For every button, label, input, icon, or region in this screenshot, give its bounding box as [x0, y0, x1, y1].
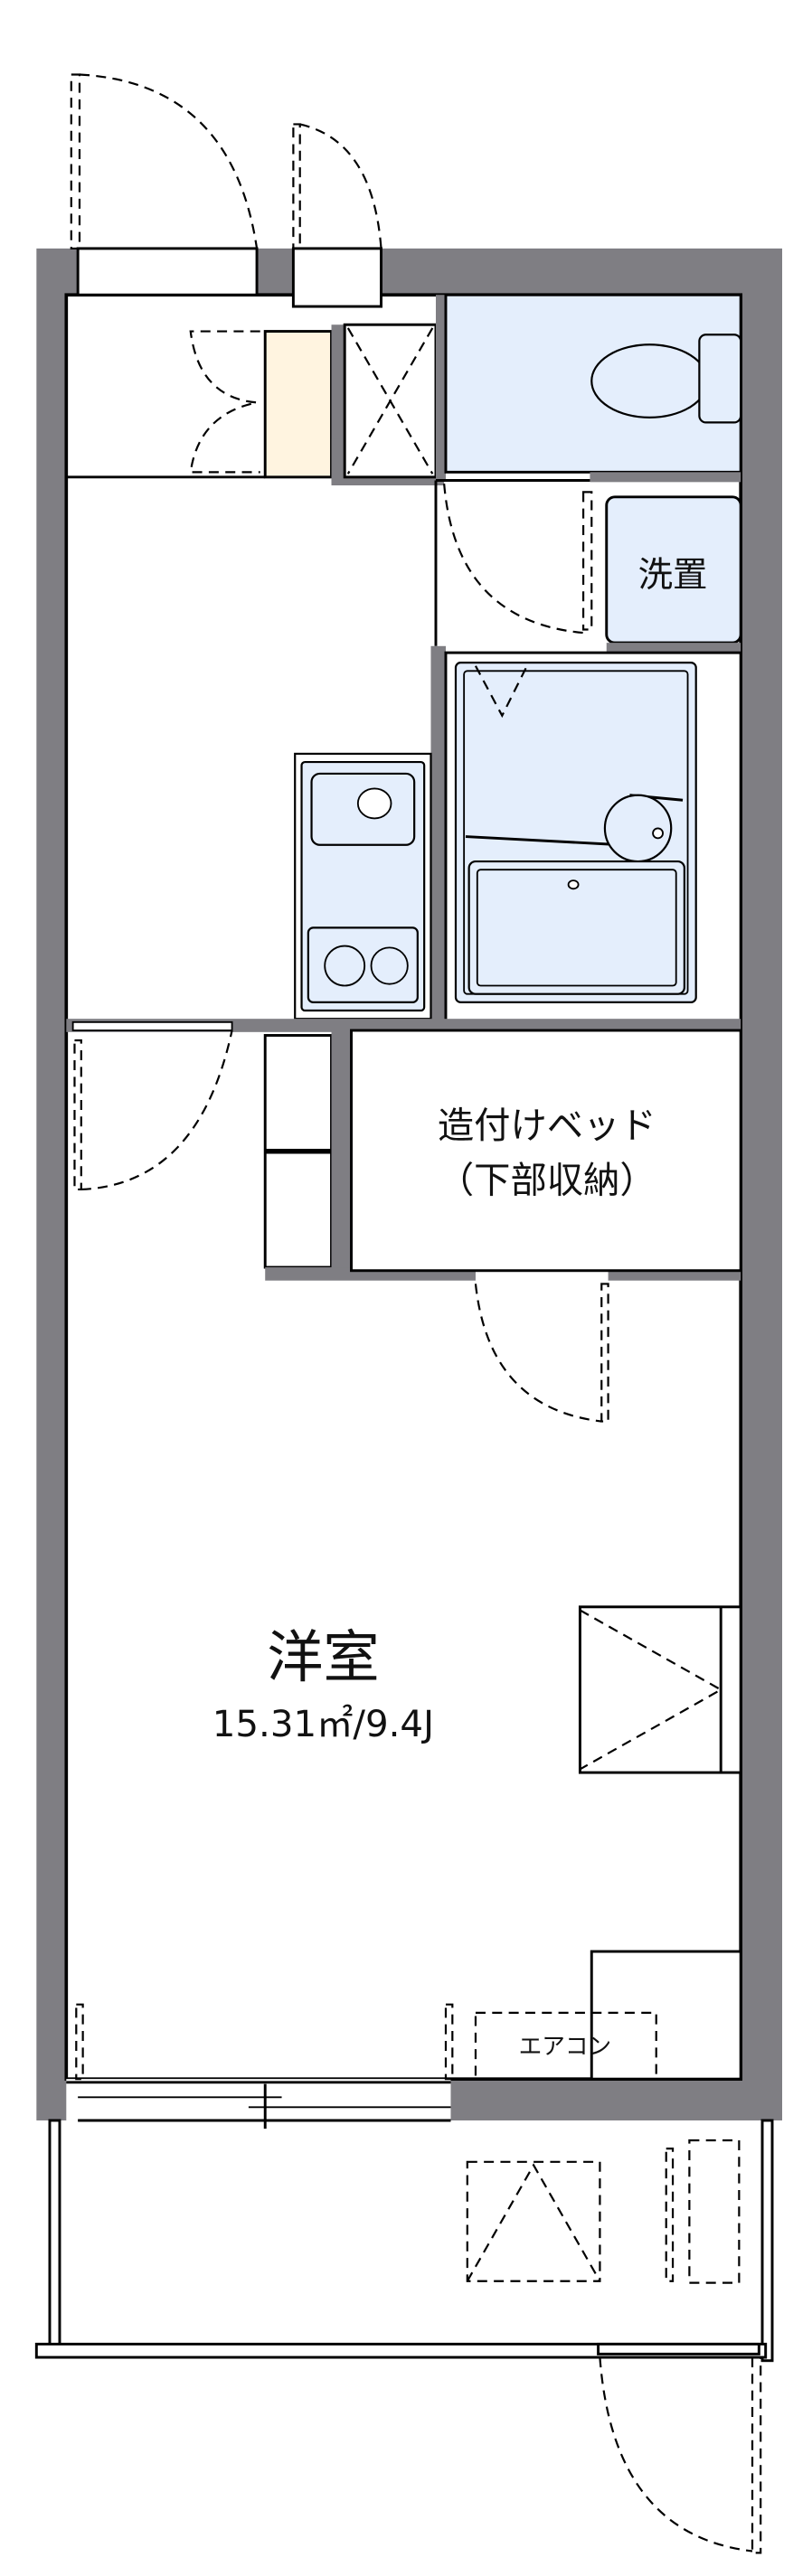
room-area: 15.31㎡/9.4J	[212, 1703, 434, 1745]
bathroom	[430, 645, 742, 1028]
bed-label: 造付けベッド	[438, 1105, 656, 1147]
bathtub-icon	[467, 860, 685, 995]
outdoor-unit	[466, 2160, 601, 2282]
western-room: 洋室 15.31㎡/9.4J エアコン	[212, 1605, 742, 2081]
washbasin-icon	[603, 794, 673, 863]
closet	[263, 1030, 741, 1281]
kitchen	[294, 752, 432, 1020]
entrance-door	[70, 73, 259, 296]
toilet-room	[435, 293, 742, 483]
shoe-cabinet	[263, 330, 333, 479]
interior-wall	[66, 1019, 741, 1191]
balcony	[34, 2119, 774, 2554]
air-conditioner-label: エアコン	[519, 2034, 612, 2061]
toilet-icon	[590, 343, 709, 418]
pipe-shaft	[331, 323, 445, 486]
built-in-bed: 造付けベッド （下部収納）	[350, 1029, 742, 1423]
room-label: 洋室	[267, 1624, 380, 1690]
washstand-label: 洗置	[638, 555, 708, 596]
washstand: 洗置	[605, 495, 742, 653]
washroom-door	[434, 479, 593, 646]
balcony-window	[66, 2003, 454, 2129]
air-conditioner	[474, 2011, 657, 2081]
storage-box	[578, 1605, 742, 1774]
top-window	[291, 123, 382, 308]
bed-storage-label: （下部収納）	[438, 1160, 656, 1202]
